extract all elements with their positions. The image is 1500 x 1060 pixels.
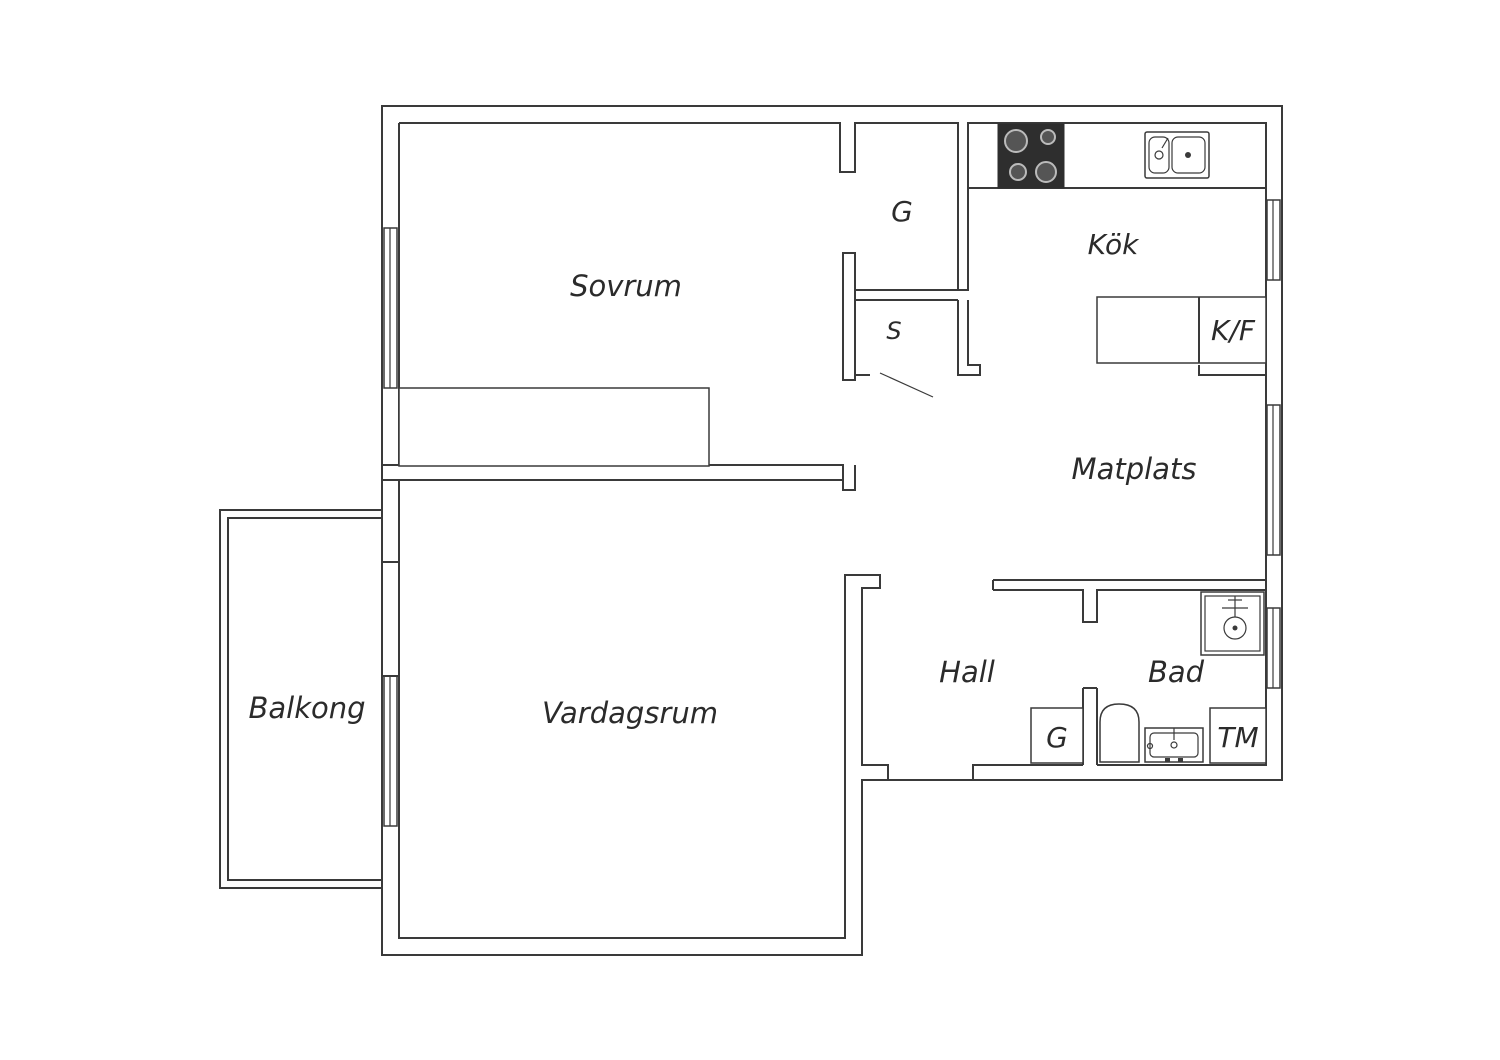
shower-icon <box>1200 591 1265 656</box>
outer-walls <box>381 105 1283 956</box>
room-label-matplats: Matplats <box>1072 452 1197 486</box>
closet-label-s: S <box>886 317 901 345</box>
washbasin-icon <box>1144 727 1204 763</box>
fixture-label-tm: TM <box>1217 721 1258 754</box>
fixture-label-kf: K/F <box>1211 314 1256 347</box>
closet-bath <box>1030 707 1084 764</box>
room-label-hall: Hall <box>939 655 995 689</box>
wardrobe-outline <box>398 387 710 467</box>
kitchen-counter <box>968 123 1266 189</box>
closet-label-g-bath: G <box>1046 721 1068 754</box>
washing-machine <box>1209 707 1267 764</box>
room-label-balkong: Balkong <box>248 691 365 725</box>
room-label-kok: Kök <box>1088 228 1140 261</box>
stove-icon <box>997 123 1065 189</box>
balcony <box>219 509 383 889</box>
closet-label-g-top: G <box>891 195 913 228</box>
fridge-freezer <box>1096 296 1267 364</box>
room-label-vardagsrum: Vardagsrum <box>542 696 718 730</box>
windows <box>383 199 1281 827</box>
room-label-sovrum: Sovrum <box>570 269 682 303</box>
toilet-icon <box>1099 703 1140 763</box>
room-label-bad: Bad <box>1148 655 1205 689</box>
interior-walls <box>382 123 1266 765</box>
kitchen-sink-icon <box>1144 131 1210 179</box>
